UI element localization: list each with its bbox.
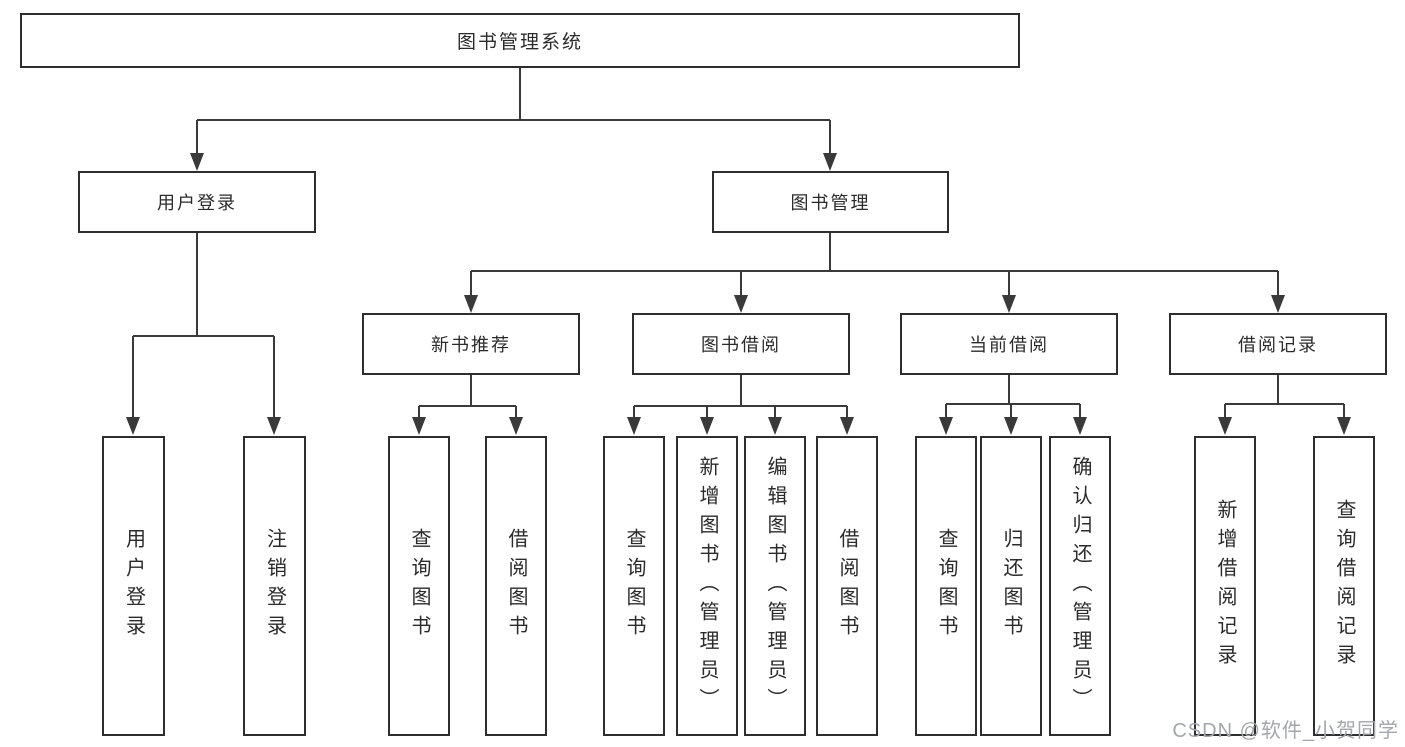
leaf-borrow-books-recommend: 借阅图书 xyxy=(485,436,547,736)
node-root-library-system: 图书管理系统 xyxy=(20,13,1020,68)
leaf-add-borrow-record: 新增借阅记录 xyxy=(1194,436,1256,736)
csdn-watermark: CSDN @软件_小贺同学 xyxy=(1172,720,1399,742)
node-book-borrowing: 图书借阅 xyxy=(632,313,850,375)
leaf-return-books: 归还图书 xyxy=(980,436,1042,736)
node-borrow-records: 借阅记录 xyxy=(1169,313,1387,375)
leaf-logout: 注销登录 xyxy=(243,436,306,736)
leaf-query-books-recommend: 查询图书 xyxy=(388,436,450,736)
leaf-confirm-return-admin: 确认归还（管理员） xyxy=(1049,436,1111,736)
leaf-query-borrow-record: 查询借阅记录 xyxy=(1313,436,1375,736)
leaf-query-books-current: 查询图书 xyxy=(915,436,977,736)
leaf-query-books-borrow: 查询图书 xyxy=(603,436,665,736)
leaf-add-books-admin: 新增图书（管理员） xyxy=(676,436,738,736)
node-user-login: 用户登录 xyxy=(78,171,316,233)
node-new-book-recommend: 新书推荐 xyxy=(362,313,580,375)
leaf-edit-books-admin: 编辑图书（管理员） xyxy=(744,436,806,736)
node-current-borrowing: 当前借阅 xyxy=(900,313,1118,375)
leaf-borrow-books: 借阅图书 xyxy=(816,436,878,736)
node-book-management: 图书管理 xyxy=(712,171,949,233)
leaf-user-login: 用户登录 xyxy=(102,436,165,736)
